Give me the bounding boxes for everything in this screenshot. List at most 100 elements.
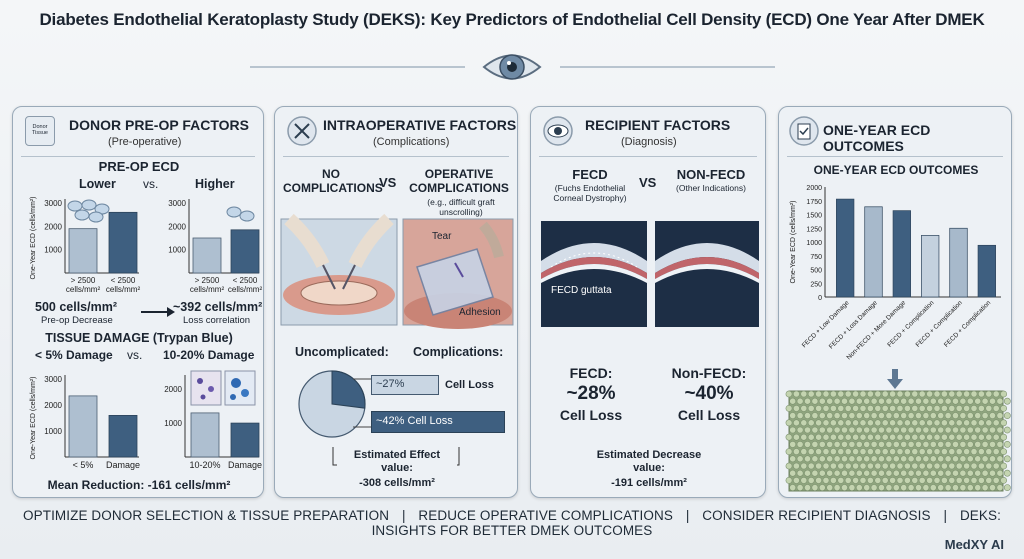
bar [192, 237, 222, 274]
operative-complications-label: OPERATIVE COMPLICATIONS [409, 167, 509, 195]
fecd-stat-label: FECD: [569, 365, 613, 381]
x-tick-label: FECD + Complication [943, 299, 993, 349]
y-tick-label: 1000 [44, 427, 62, 436]
cell-loss-bar-uncomplicated: ~27% [371, 375, 439, 395]
x-tick-label: cells/mm² [228, 285, 263, 294]
fecd-stat-unit: Cell Loss [559, 407, 623, 423]
y-tick-label: 2000 [806, 185, 822, 192]
clipboard-icon [789, 116, 819, 146]
cell-mosaic [785, 390, 1011, 491]
preop-heading: PRE-OP ECD [98, 159, 180, 174]
y-axis-label: One-Year ECD (cells/mm²) [30, 377, 37, 460]
cell-loss-pie [298, 370, 366, 438]
y-axis-label: One-Year ECD (cells/mm²) [790, 201, 797, 284]
preop-stat-left: 500 cells/mm² [35, 300, 117, 314]
eye-icon [482, 54, 542, 80]
donor-panel: Donor Tissue DONOR PRE-OP FACTORS (Pre-o… [12, 106, 264, 498]
y-tick-label: 2000 [44, 401, 62, 410]
damage-vs-label: vs. [127, 348, 143, 362]
y-tick-label: 1750 [806, 199, 822, 206]
donor-tissue-icon-label: Donor Tissue [32, 124, 48, 136]
operative-complications-note: (e.g., difficult graft unscrolling) [427, 197, 495, 217]
preop-stat-right-note: Loss correlation [183, 315, 251, 326]
page-title: Diabetes Endothelial Keratoplasty Study … [39, 10, 985, 29]
x-tick-label: < 2500 [111, 276, 136, 285]
bar [230, 422, 260, 458]
bar [949, 227, 968, 298]
intraoperative-title: INTRAOPERATIVE FACTORS [323, 117, 517, 133]
y-tick-label: 1000 [168, 246, 186, 255]
complications-label: Complications: [413, 345, 504, 359]
footer-separator: | [401, 508, 406, 523]
outcomes-title: ONE-YEAR ECD OUTCOMES [823, 122, 931, 154]
recipient-header-divider [539, 156, 757, 157]
bar [108, 415, 138, 458]
bar [892, 210, 911, 298]
vs-label: vs. [143, 177, 159, 191]
intra-vs-label: VS [379, 175, 397, 190]
y-tick-label: 750 [810, 254, 822, 261]
bar [977, 244, 996, 298]
footer-item-donor: OPTIMIZE DONOR SELECTION & TISSUE PREPAR… [23, 508, 390, 523]
nonfecd-note: (Other Indications) [676, 183, 746, 193]
y-tick-label: 1000 [44, 246, 62, 255]
x-tick-label: cells/mm² [106, 285, 141, 294]
bar [230, 229, 260, 274]
intraoperative-subtitle: (Complications) [373, 136, 450, 148]
y-tick-label: 0 [818, 295, 822, 302]
recipient-vs-label: VS [639, 175, 657, 190]
y-tick-label: 3000 [44, 199, 62, 208]
recipient-panel: RECIPIENT FACTORS (Diagnosis) FECD (Fuch… [530, 106, 766, 498]
recipient-subtitle: (Diagnosis) [621, 136, 677, 148]
damage-low-chart: 1000 2000 3000 One-Year ECD (cells/mm²) < 5%… [30, 375, 140, 470]
preop-stat-right: ~392 cells/mm² [173, 300, 263, 314]
effect-value: -308 cells/mm² [359, 477, 435, 489]
endothelial-cells-image [785, 390, 1011, 492]
cells-icon [67, 199, 110, 223]
fecd-cornea-illustration [541, 221, 647, 327]
x-tick-label: < 5% [73, 460, 94, 470]
bar-complications-value: ~42% Cell Loss [376, 415, 453, 427]
decrease-value: -191 cells/mm² [611, 477, 687, 489]
lower-label: Lower [79, 177, 116, 191]
donor-header-divider [21, 156, 255, 157]
recipient-title: RECIPIENT FACTORS [585, 117, 731, 133]
y-tick-label: 250 [810, 281, 822, 288]
fecd-note: (Fuchs Endothelial Corneal Dystrophy) [553, 183, 627, 203]
x-tick-label: FECD + Low Damage [801, 299, 851, 349]
bar-uncomplicated-label: Cell Loss [445, 379, 494, 391]
y-tick-label: 1000 [806, 240, 822, 247]
intra-header-divider [283, 156, 509, 157]
nonfecd-stat-unit: Cell Loss [677, 407, 741, 423]
bar [836, 198, 855, 298]
x-tick-label: Damage [106, 460, 140, 470]
cell-loss-bar-complications: ~42% Cell Loss [371, 411, 505, 433]
y-tick-label: 3000 [44, 375, 62, 384]
title-divider-left [250, 66, 465, 68]
title-divider-right [560, 66, 775, 68]
donor-subtitle: (Pre-operative) [108, 136, 182, 148]
pie-slice-cell-loss [331, 370, 366, 409]
footer-bar: OPTIMIZE DONOR SELECTION & TISSUE PREPAR… [8, 508, 1016, 538]
bar [68, 395, 98, 458]
graft-tear-illustration [402, 218, 514, 329]
x-tick-label: FECD + Complication [886, 299, 936, 349]
damage-heading: TISSUE DAMAGE (Trypan Blue) [45, 331, 233, 345]
arrow-right-icon [141, 307, 175, 317]
preop-stat-left-note: Pre-op Decrease [41, 315, 113, 326]
footer-item-operative: REDUCE OPERATIVE COMPLICATIONS [418, 508, 673, 523]
y-tick-label: 1250 [806, 226, 822, 233]
guttata-label: FECD guttata [551, 285, 612, 296]
y-tick-label: 3000 [168, 199, 186, 208]
x-tick-label: < 2500 [233, 276, 258, 285]
y-tick-label: 1500 [806, 213, 822, 220]
y-tick-label: 500 [810, 268, 822, 275]
x-tick-label: FECD + Loss Damage [828, 299, 879, 350]
fecd-label: FECD [572, 167, 608, 182]
pie-connector [353, 378, 373, 428]
brand-logo: MedXY AI [944, 537, 1004, 552]
fecd-stat: ~28% [566, 383, 616, 404]
bar [190, 412, 220, 458]
footer-item-recipient: CONSIDER RECIPIENT DIAGNOSIS [702, 508, 931, 523]
